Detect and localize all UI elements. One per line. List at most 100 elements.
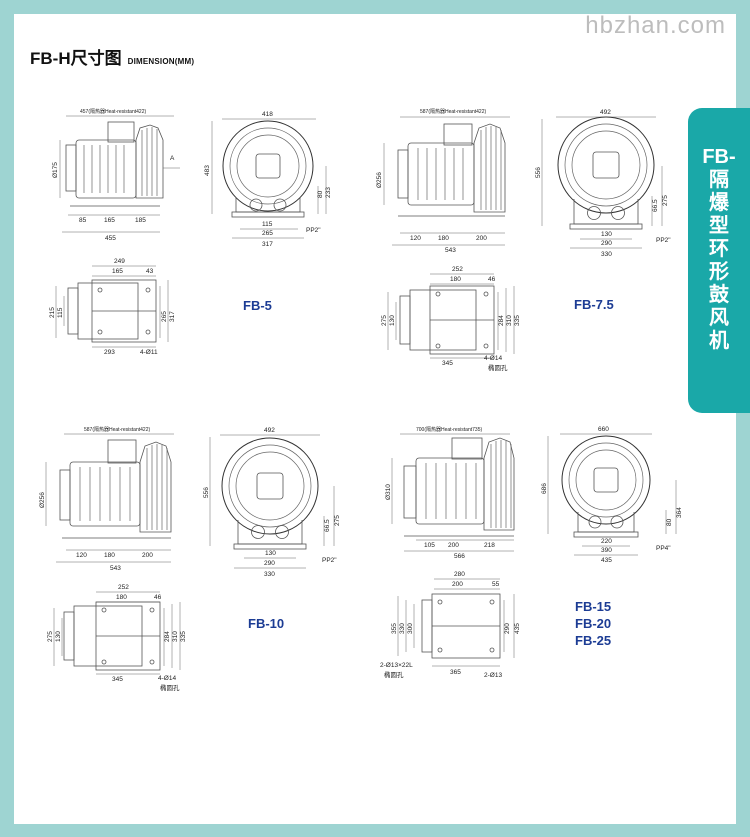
fb5-plan-r1: 265: [161, 311, 168, 322]
fb15-front-pp: PP4": [656, 545, 671, 552]
model-label-fb10: FB-10: [248, 616, 285, 631]
fb10-side-a: 120: [76, 552, 87, 559]
fb10-side-view: 587(隔热器Heat-resistant422) Ø256 120 180 2…: [39, 426, 174, 572]
side-char: 隔: [709, 169, 729, 191]
fb75-plan-hole: 4-Ø14: [484, 355, 502, 362]
fb15-plan-t3: 55: [492, 581, 500, 588]
model-label-fb5: FB-5: [243, 298, 272, 313]
fb75-front-pp: PP2": [656, 237, 671, 244]
fb15-plan-l3: 300: [407, 623, 414, 634]
fb75-plan-l1: 275: [381, 315, 388, 326]
fb75-front-b3: 330: [601, 251, 612, 258]
fb5-plan-r2: 317: [169, 311, 176, 322]
side-char: 爆: [709, 192, 729, 214]
fb15-plan-l1: 355: [391, 623, 398, 634]
fb10-side-c: 200: [142, 552, 153, 559]
fb15-front-r2: 364: [676, 507, 683, 518]
fb10-side-d: Ø256: [39, 492, 46, 508]
fb75-side-top: 587(隔热器Heat-resistant422): [420, 108, 486, 115]
fb5-side-d: Ø175: [52, 162, 59, 178]
fb75-plan-t3: 46: [488, 276, 496, 283]
fb5-side-a: 85: [79, 217, 87, 224]
fb5-side-b: 165: [104, 217, 115, 224]
fb10-front-b3: 330: [264, 571, 275, 578]
fb5-side-total: 455: [105, 235, 116, 242]
fb15-plan-hole3: 2-Ø13: [484, 672, 502, 679]
fb75-plan-t1: 252: [452, 266, 463, 273]
fb15-front-b3: 435: [601, 557, 612, 564]
fb15-plan-r1: 290: [504, 623, 511, 634]
fb10-side-total: 543: [110, 565, 121, 572]
fb5-front-w: 418: [262, 111, 273, 118]
fb5-plan-view: 249 165 43 215 115 265 317 293 4-Ø11: [49, 258, 176, 356]
fb75-front-b1: 130: [601, 231, 612, 238]
fb15-plan-hole: 2-Ø13×22L: [380, 662, 413, 669]
fb5-plan-t1: 249: [114, 258, 125, 265]
fb10-side-b: 180: [104, 552, 115, 559]
fb75-front-w: 492: [600, 109, 611, 116]
fb5-plan-t3: 43: [146, 268, 154, 275]
fb5-side-top: 457(隔热器Heat-resistant422): [80, 108, 146, 115]
side-char: 鼓: [709, 284, 729, 306]
side-char: 型: [709, 215, 729, 237]
fb75-plan-r2: 310: [506, 315, 513, 326]
fb75-side-d: Ø256: [376, 172, 383, 188]
fb5-front-h: 483: [204, 165, 211, 176]
content-panel: [14, 14, 736, 824]
fb15-plan-t1: 280: [454, 571, 465, 578]
fb75-front-r1: 66.5: [652, 199, 659, 212]
fb10-plan-t1: 252: [118, 584, 129, 591]
fb10-plan-l2: 130: [55, 631, 62, 642]
side-char: 风: [709, 307, 729, 329]
fb75-plan-hole2: 椭圆孔: [488, 363, 508, 372]
fb5-plan-l2: 115: [57, 307, 64, 318]
model-label-fb15: FB-15: [575, 599, 612, 614]
page-title: FB-H尺寸图 DIMENSION(MM): [30, 44, 194, 69]
fb75-plan-view: 252 180 46 275 130 284 310 335 345 4-Ø14…: [381, 266, 521, 372]
fb5-plan-t2: 165: [112, 268, 123, 275]
fb10-plan-hole: 4-Ø14: [158, 675, 176, 682]
fb15-side-d: Ø310: [385, 484, 392, 500]
fb75-plan-r3: 335: [514, 315, 521, 326]
model-label-group: FB-15 FB-20 FB-25: [575, 598, 611, 649]
fb15-front-w: 660: [598, 426, 609, 433]
fb15-side-a: 105: [424, 542, 435, 549]
title-subtitle: DIMENSION(MM): [127, 57, 195, 66]
fb75-plan-l2: 130: [389, 315, 396, 326]
fb15-plan-t2: 200: [452, 581, 463, 588]
fb5-plan-hole: 4-Ø11: [140, 349, 158, 356]
side-tab-text: FB- 隔 爆 型 环 形 鼓 风 机: [699, 146, 739, 353]
side-char: 环: [709, 238, 729, 260]
fb10-front-h: 556: [203, 487, 210, 498]
model-label-fb25: FB-25: [575, 633, 612, 648]
fb15-front-b2: 390: [601, 547, 612, 554]
fb10-plan-l1: 275: [47, 631, 54, 642]
fb10-plan-t2: 180: [116, 594, 127, 601]
fb15-side-view: 700(隔热器Heat-resistant735) Ø310 105 200 2…: [385, 426, 515, 560]
fb75-plan-bot: 345: [442, 360, 453, 367]
fb5-plan-l1: 215: [49, 307, 56, 318]
fb10-front-r1: 66.5: [324, 519, 331, 532]
fb15-plan-hole2: 椭圆孔: [384, 670, 404, 679]
fb5-side-view: 457(隔热器Heat-resistant422) Ø175 A 85 165 …: [52, 108, 180, 242]
fb15-front-h: 686: [541, 483, 548, 494]
fb15-front-view: 660 686 80 364 220 390 435 PP4": [541, 426, 683, 564]
fb15-side-top: 700(隔热器Heat-resistant735): [416, 426, 482, 433]
fb75-front-view: 492 556 66.5 275 130 290 330 PP2": [535, 109, 671, 258]
fb5-arrow: A: [170, 155, 175, 162]
fb5-front-r2: 233: [325, 187, 332, 198]
fb15-plan-l2: 330: [399, 623, 406, 634]
fb5-side-c: 185: [135, 217, 146, 224]
fb75-front-r2: 275: [662, 195, 669, 206]
fb10-front-w: 492: [264, 427, 275, 434]
fb10-plan-r3: 335: [180, 631, 187, 642]
fb5-front-pp: PP2": [306, 227, 321, 234]
fb10-plan-hole2: 椭圆孔: [160, 683, 180, 692]
fb75-plan-r1: 284: [498, 315, 505, 326]
fb10-plan-t3: 46: [154, 594, 162, 601]
fb10-plan-r1: 284: [164, 631, 171, 642]
fb5-front-r1: 80: [317, 190, 324, 198]
fb75-side-b: 180: [438, 235, 449, 242]
fb10-plan-bot: 345: [112, 676, 123, 683]
